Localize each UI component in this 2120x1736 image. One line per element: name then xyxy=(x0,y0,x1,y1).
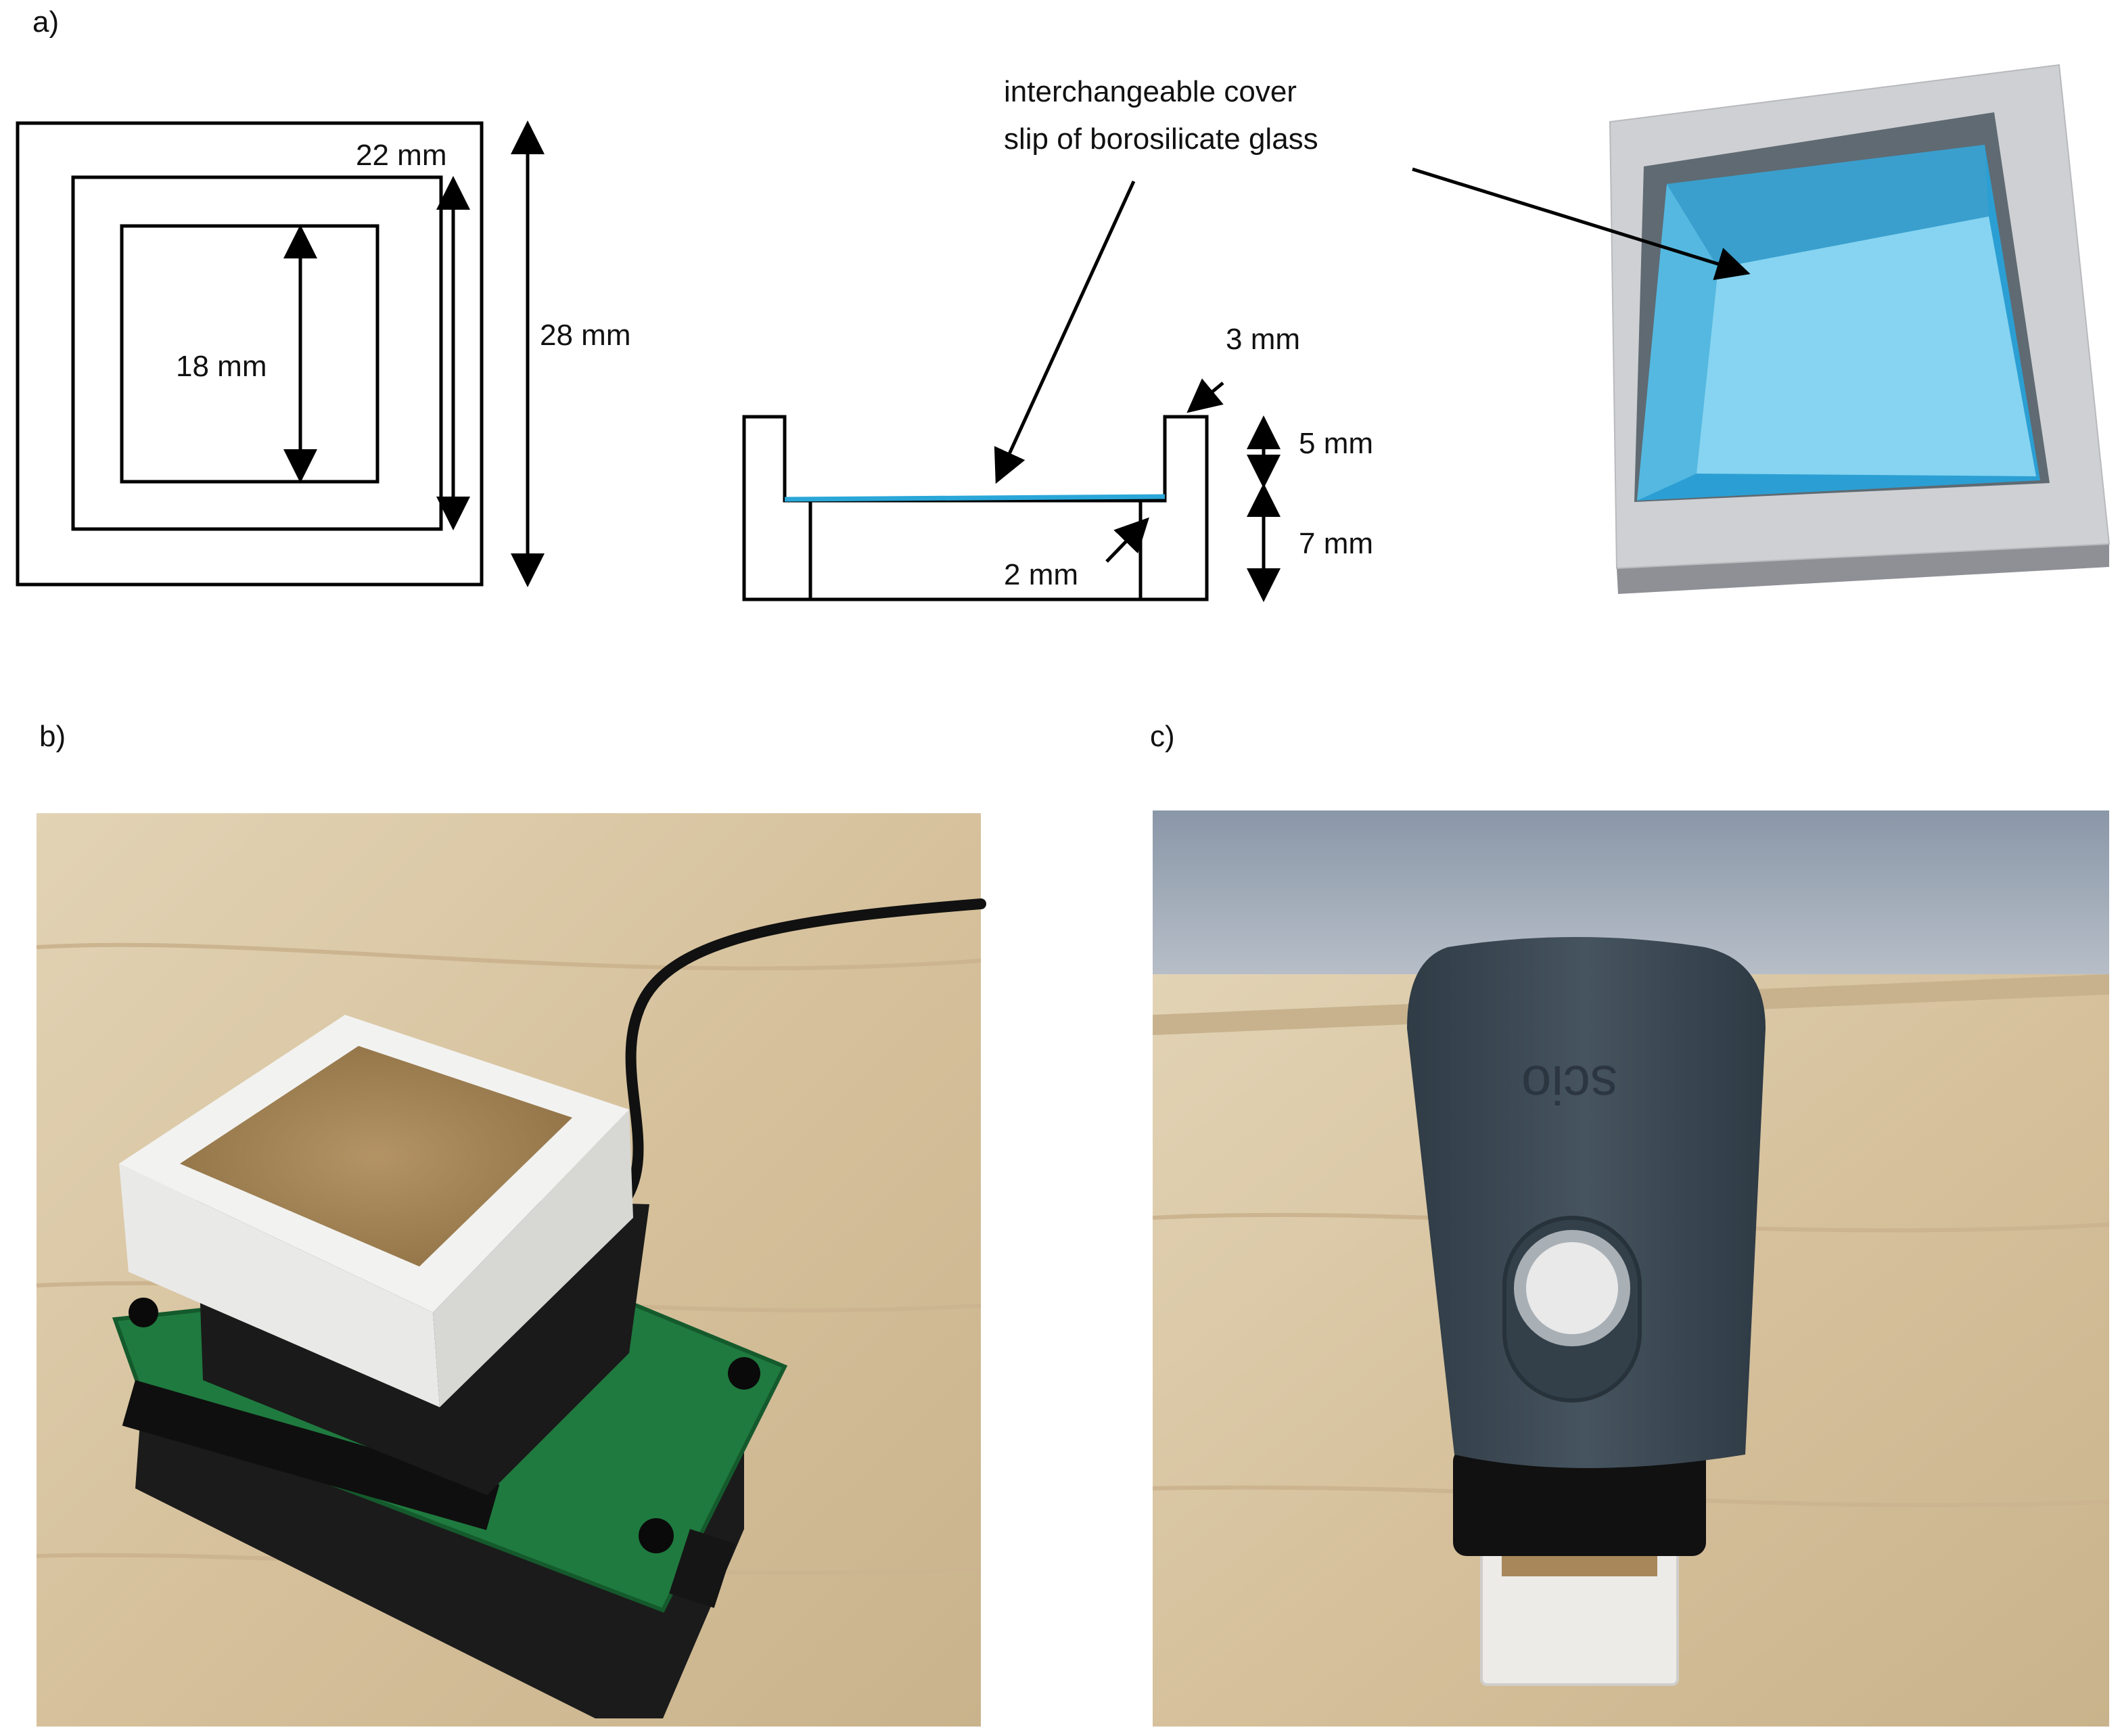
ledge-width-label: 2 mm xyxy=(1004,558,1078,591)
upper-height-label: 5 mm xyxy=(1299,427,1373,460)
usb-cable xyxy=(617,898,986,1210)
gpio-header xyxy=(122,1380,500,1530)
rubber-foot-1 xyxy=(129,1298,158,1327)
glass-cover-left-bevel xyxy=(1637,184,1718,501)
photo-panel-b xyxy=(36,813,986,1727)
device-logo-text: scio xyxy=(1521,1055,1617,1115)
cover-slip-callout-arrow xyxy=(994,180,1136,484)
top-view-drawing: 18 mm 22 mm 28 mm xyxy=(16,120,630,587)
photo-panel-c: scio xyxy=(1152,810,2110,1727)
scanner-device-body xyxy=(1407,937,1766,1468)
outer-square xyxy=(16,121,484,587)
device-black-collar xyxy=(1453,1448,1706,1556)
inner-square xyxy=(120,224,379,484)
outer-dimension-label: 28 mm xyxy=(540,319,630,352)
glass-cover-surface xyxy=(1697,216,2036,476)
ledge-2mm-arrow xyxy=(1105,517,1149,563)
wall-thickness-label: 3 mm xyxy=(1226,323,1300,356)
lower-height-label: 7 mm xyxy=(1299,527,1373,560)
panel-label-a: a) xyxy=(32,5,60,39)
holder-front-side xyxy=(1617,544,2109,594)
wall-3mm-arrow xyxy=(1186,378,1224,413)
callout-text-line-1: interchangeable cover xyxy=(1004,75,1297,108)
middle-dimension-label: 22 mm xyxy=(356,139,446,172)
panel-label-b: b) xyxy=(39,720,66,753)
inner-dimension-label: 18 mm xyxy=(176,350,267,383)
sd-card xyxy=(669,1528,735,1608)
callout-text-line-2: slip of borosilicate glass xyxy=(1004,122,1318,156)
sample-holder-right xyxy=(433,1110,633,1407)
cross-section-outline xyxy=(742,415,1209,601)
rubber-foot-2 xyxy=(728,1357,760,1390)
soil-sample xyxy=(180,1046,572,1266)
device-button xyxy=(1526,1242,1618,1334)
cross-section-drawing: interchangeable cover slip of borosilica… xyxy=(742,75,1373,602)
sample-holder-side xyxy=(119,1164,440,1407)
glass-cover-top-bevel xyxy=(1667,145,1989,268)
rubber-foot-3 xyxy=(639,1518,674,1553)
render-callout-arrow xyxy=(1412,167,1751,281)
glass-cover-slip xyxy=(784,494,1166,502)
panel-label-c: c) xyxy=(1150,720,1175,753)
holder-3d-render xyxy=(1412,64,2111,594)
